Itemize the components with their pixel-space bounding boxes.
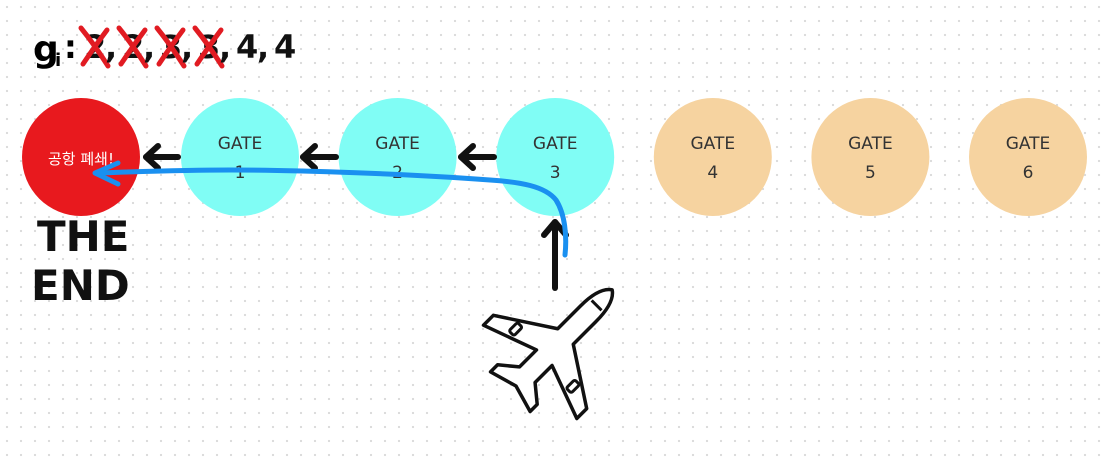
end-label-line1: THE (37, 212, 130, 261)
title-sequence: 2,2,3,3,4,4 (78, 25, 296, 69)
gate-number: 4 (707, 163, 718, 183)
gate-circle (338, 98, 457, 216)
arrow-gate2-to-gate1 (300, 143, 339, 171)
gate-node-1: GATE 1 (181, 98, 299, 216)
gate-number: 3 (550, 163, 561, 183)
gate-node-6: GATE 6 (969, 98, 1087, 216)
cross-out-mark (116, 25, 149, 69)
gate-number: 5 (865, 163, 876, 183)
gate-label: GATE (1006, 134, 1051, 154)
sequence-separator: , (181, 28, 193, 66)
airplane-icon (481, 287, 615, 421)
cross-out-mark (154, 25, 187, 69)
arrow-gate1-to-closed (143, 143, 181, 171)
end-label: THE END (31, 212, 130, 310)
gate-label: GATE (690, 134, 735, 154)
title-prefix: g (33, 29, 59, 70)
gate-label: GATE (533, 134, 578, 154)
cross-out-mark (78, 25, 111, 69)
cross-out-mark (192, 25, 225, 69)
arrow-plane-to-gate3 (541, 219, 569, 291)
closed-node-label: 공항 폐쇄! (48, 150, 114, 168)
arrow-gate3-to-gate2 (458, 143, 497, 171)
closed-node-circle (22, 98, 140, 216)
sequence-separator: , (105, 28, 117, 66)
sequence-value: 4 (274, 28, 296, 66)
gate-number: 1 (235, 163, 246, 183)
gate-arrows (143, 143, 569, 291)
end-label-line2: END (31, 261, 130, 310)
sequence-separator: , (143, 28, 155, 66)
gate-circle (969, 98, 1087, 216)
title: g i : 2,2,3,3,4,4 (33, 25, 296, 71)
gate-number: 6 (1023, 163, 1034, 183)
gate-circle (181, 98, 299, 216)
landing-path (92, 160, 569, 258)
gate-circle (653, 98, 772, 216)
gate-label: GATE (375, 134, 420, 154)
gate-node-5: GATE 5 (811, 98, 930, 216)
gate-node-4: GATE 4 (653, 98, 772, 216)
closed-node: 공항 폐쇄! (22, 98, 140, 216)
sequence-separator: , (219, 28, 231, 66)
gate-label: GATE (848, 134, 893, 154)
gate-label: GATE (218, 134, 263, 154)
title-colon: : (64, 28, 77, 66)
sequence-value: 4 (236, 28, 258, 66)
title-subscript: i (55, 50, 61, 71)
sequence-separator: , (257, 28, 269, 66)
gate-circle (811, 98, 930, 216)
